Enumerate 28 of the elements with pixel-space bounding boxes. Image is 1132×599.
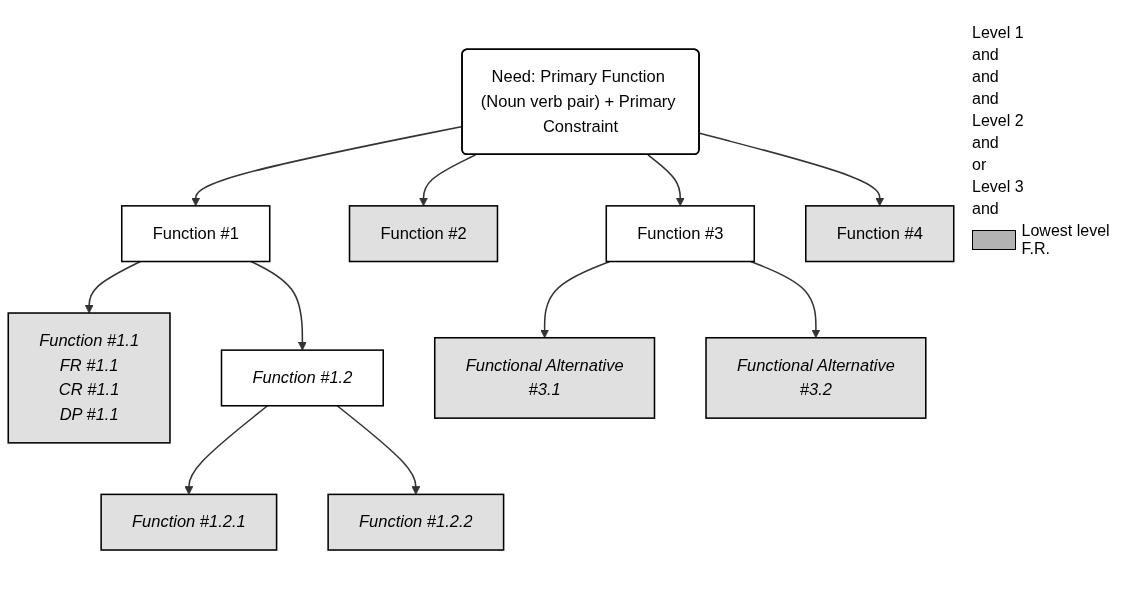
node-box: Functional Alternative #3.2 <box>705 336 927 419</box>
legend-text: Lowest level F.R. <box>1021 222 1111 258</box>
node-box: Function #1.2 <box>220 349 384 407</box>
level-or-relation-label: Level 2 <box>972 112 1025 130</box>
node-box: Function #1.1 FR #1.1 CR #1.1 DP #1.1 <box>7 312 171 444</box>
arrow <box>250 260 307 351</box>
node-box: Function #4 <box>805 204 955 263</box>
node-box: Function #2 <box>348 204 499 263</box>
node-box: Function #3 <box>605 204 756 263</box>
node-box: Function #1 <box>120 204 271 263</box>
arrow <box>647 153 685 207</box>
level-or-relation-label: and <box>972 134 1000 152</box>
arrow <box>749 260 821 339</box>
arrow <box>540 260 611 339</box>
arrow <box>84 260 142 314</box>
level-or-relation-label: and <box>972 46 1000 64</box>
level-or-relation-label: or <box>972 156 988 174</box>
level-or-relation-label: Level 1 <box>972 24 1025 42</box>
level-or-relation-label: and <box>972 200 1000 218</box>
node-box: Functional Alternative #3.1 <box>433 336 656 419</box>
level-or-relation-label: and <box>972 90 1000 108</box>
arrow <box>336 404 421 495</box>
level-or-relation-label: and <box>972 68 1000 86</box>
node-box: Function #1.2.2 <box>327 493 505 551</box>
arrow <box>184 404 269 495</box>
level-or-relation-label: Level 3 <box>972 178 1025 196</box>
arrow <box>418 153 477 207</box>
node-box: Function #1.2.1 <box>100 493 278 551</box>
